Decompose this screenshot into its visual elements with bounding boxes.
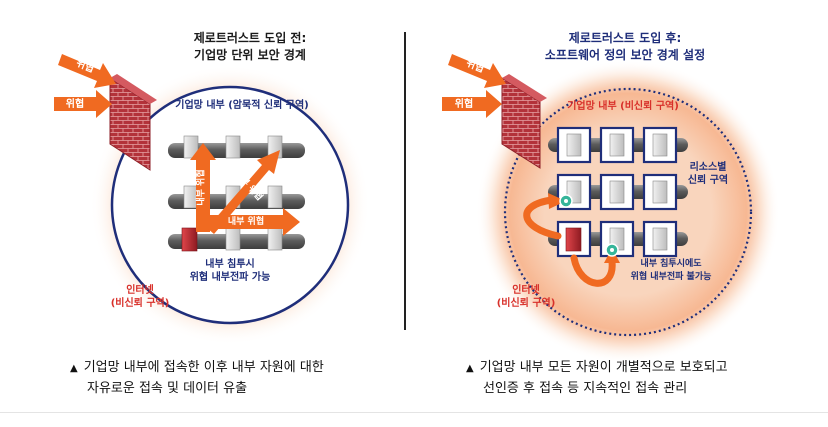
- left-arrow-vertical: [190, 143, 216, 232]
- left-internet-line1: 인터넷: [126, 285, 154, 296]
- left-threat-arrow-top: [58, 54, 116, 88]
- left-internet-label: 인터넷 (비신뢰 구역): [100, 284, 180, 310]
- right-threat-arrow-left: [442, 90, 502, 118]
- right-resource-line1: 리소스별: [689, 162, 727, 173]
- right-firewall-icon: [501, 77, 541, 169]
- left-infiltration-label: 내부 침투시 위협 내부전파 가능: [175, 258, 285, 284]
- right-caption-line1: 기업망 내부 모든 자원이 개별적으로 보호되고: [479, 360, 728, 375]
- left-arrow-horizontal-label: 내부 위협: [227, 217, 265, 227]
- right-caption-line2: 선인증 후 접속 등 지속적인 접속 관리: [483, 381, 688, 396]
- right-title-line1: 제로트러스트 도입 후:: [568, 31, 682, 45]
- left-arrow-diagonal: [207, 150, 280, 234]
- right-blocked-arrow-down: [570, 254, 616, 287]
- left-caption-line1: 기업망 내부에 접속한 이후 내부 자원에 대한: [83, 360, 324, 375]
- left-servers: [181, 135, 283, 252]
- left-zone-label: 기업망 내부 (암묵적 신뢰 구역): [175, 100, 309, 111]
- right-internet-label: 인터넷 (비신뢰 구역): [486, 284, 566, 310]
- left-infiltration-line2: 위협 내부전파 가능: [189, 272, 271, 283]
- left-caption-marker: ▲: [70, 363, 78, 374]
- right-boundary-circle: [503, 87, 753, 337]
- right-threat-left-label: 위협: [454, 99, 474, 110]
- left-panel-drawing: [54, 54, 370, 345]
- footer-rule: [0, 412, 828, 413]
- left-caption: ▲ 기업망 내부에 접속한 이후 내부 자원에 대한 자유로운 접속 및 데이터 …: [70, 358, 400, 399]
- left-infected-server-icon: [181, 227, 198, 252]
- right-infiltration-line2: 위협 내부전파 불가능: [630, 272, 712, 282]
- right-block-gear-icon: [559, 194, 573, 208]
- right-panel-drawing: [442, 54, 780, 364]
- left-threat-arrow-left: [54, 90, 112, 118]
- left-caption-line2: 자유로운 접속 및 데이터 유출: [87, 381, 248, 396]
- right-zone-label: 기업망 내부 (비신뢰 구역): [567, 101, 679, 112]
- right-title: 제로트러스트 도입 후: 소프트웨어 정의 보안 경계 설정: [515, 30, 735, 64]
- right-infected-server-icon: [565, 227, 582, 252]
- right-blocked-arrow-up: [523, 196, 562, 240]
- right-internet-line1: 인터넷: [512, 285, 540, 296]
- left-title-line2: 기업망 단위 보안 경계: [194, 48, 306, 62]
- right-infiltration-line1: 내부 침투시에도: [640, 259, 702, 269]
- panel-divider: [404, 32, 406, 330]
- right-infiltration-label: 내부 침투시에도 위협 내부전파 불가능: [612, 258, 730, 284]
- right-caption: ▲ 기업망 내부 모든 자원이 개별적으로 보호되고 선인증 후 접속 등 지속적…: [466, 358, 816, 399]
- right-title-line2: 소프트웨어 정의 보안 경계 설정: [544, 48, 706, 62]
- right-internet-line2: (비신뢰 구역): [496, 298, 556, 309]
- left-infiltration-line1: 내부 침투시: [205, 259, 255, 270]
- left-arrow-horizontal: [203, 208, 300, 236]
- right-block-gear-icon-2: [605, 243, 619, 257]
- right-resource-label: 리소스별 신뢰 구역: [680, 161, 736, 187]
- left-internet-line2: (비신뢰 구역): [110, 298, 170, 309]
- left-arrow-vertical-label: 내부 위협: [196, 169, 207, 206]
- right-resource-line2: 신뢰 구역: [687, 175, 729, 186]
- right-threat-arrow-top: [448, 54, 506, 88]
- right-caption-marker: ▲: [466, 363, 474, 374]
- left-title: 제로트러스트 도입 전: 기업망 단위 보안 경계: [150, 30, 350, 64]
- left-threat-left-label: 위협: [65, 99, 85, 110]
- right-glow: [476, 60, 780, 364]
- left-title-line1: 제로트러스트 도입 전:: [193, 31, 307, 45]
